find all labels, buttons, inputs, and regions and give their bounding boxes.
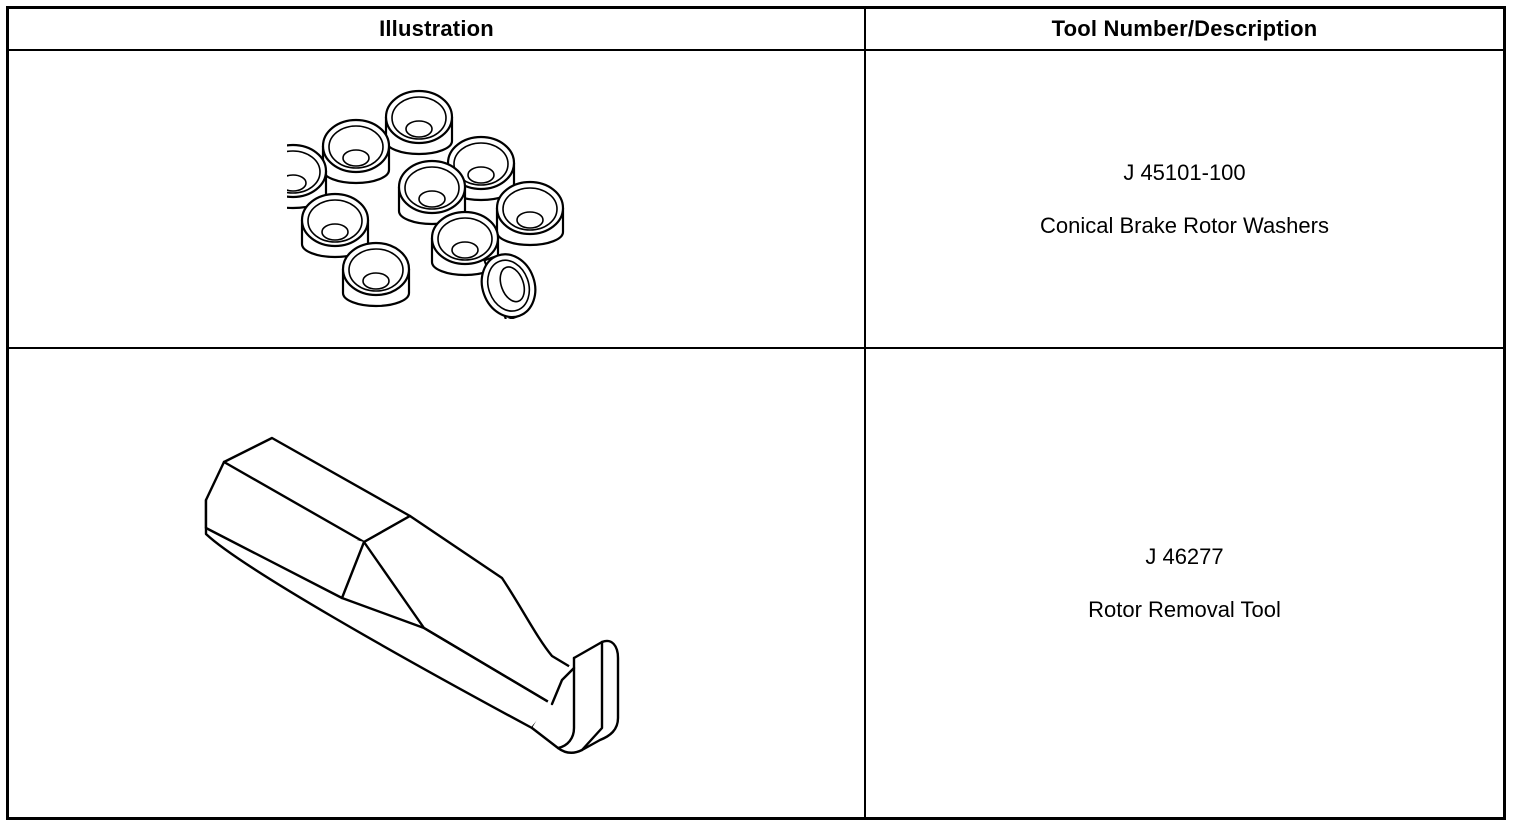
table-header-row: Illustration Tool Number/Description (9, 9, 1503, 51)
rotor-removal-tool-icon (204, 436, 619, 754)
header-illustration: Illustration (379, 16, 494, 41)
illustration-cell (9, 51, 866, 347)
tool-description-cell: J 46277 Rotor Removal Tool (866, 349, 1503, 817)
tool-number: J 45101-100 (1123, 159, 1246, 185)
header-tool-description: Tool Number/Description (1051, 16, 1318, 41)
header-cell-tool: Tool Number/Description (866, 9, 1503, 49)
conical-washers-icon (286, 89, 564, 319)
tool-description-cell: J 45101-100 Conical Brake Rotor Washers (866, 51, 1503, 347)
tool-description: Conical Brake Rotor Washers (1040, 212, 1329, 238)
table-row: J 45101-100 Conical Brake Rotor Washers (9, 51, 1503, 349)
header-cell-illustration: Illustration (9, 9, 866, 49)
tool-description: Rotor Removal Tool (1088, 596, 1281, 622)
tool-table: Illustration Tool Number/Description (6, 6, 1506, 820)
illustration-cell (9, 349, 866, 817)
tool-number: J 46277 (1145, 543, 1224, 569)
table-row: J 46277 Rotor Removal Tool (9, 349, 1503, 817)
